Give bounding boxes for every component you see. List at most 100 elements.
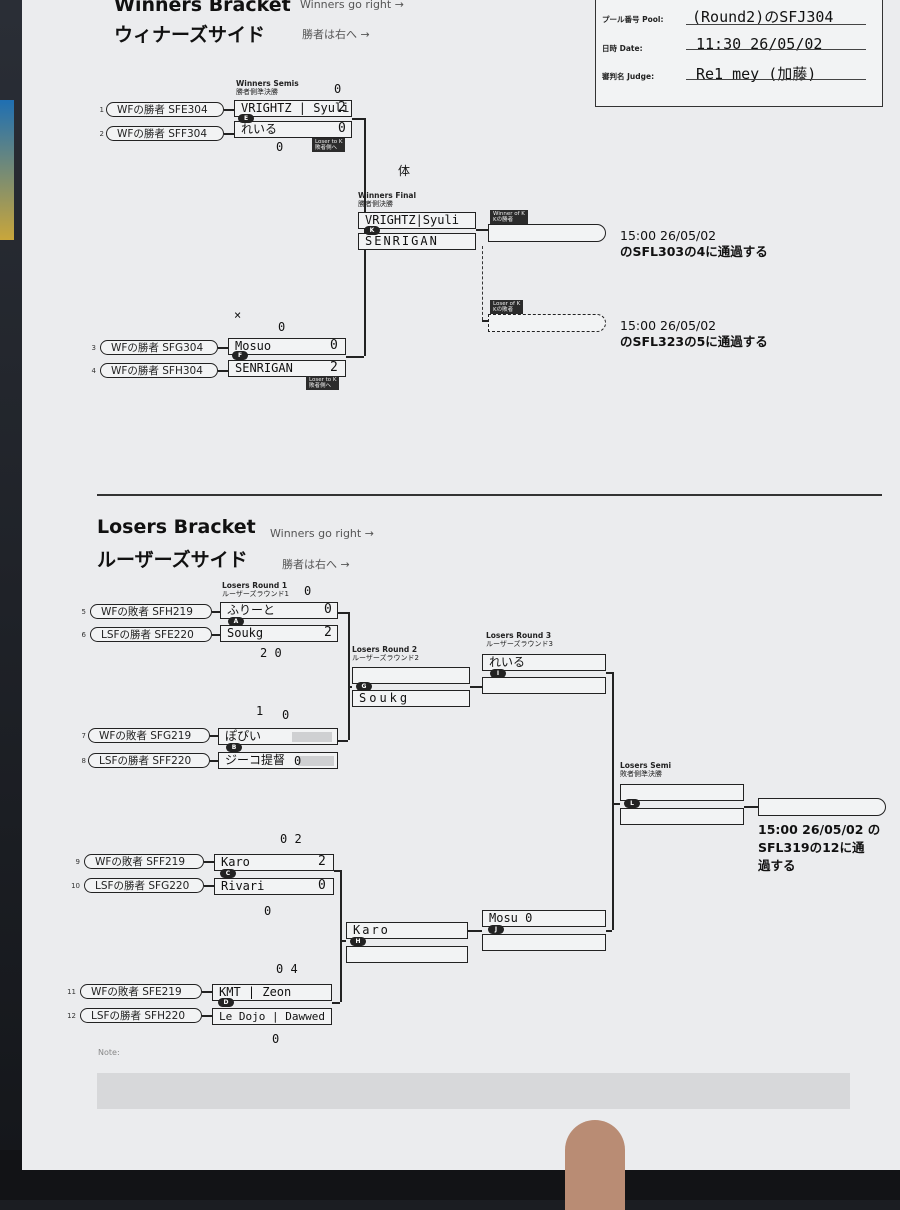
handwritten-mark: 0 bbox=[264, 904, 272, 918]
note-label: Note: bbox=[98, 1048, 120, 1057]
player-slot[interactable]: Karo bbox=[346, 922, 468, 939]
date-underline bbox=[686, 49, 866, 50]
connector-line bbox=[334, 870, 340, 872]
player-slot[interactable]: Soukg bbox=[352, 690, 470, 707]
player-slot[interactable]: れいる bbox=[482, 654, 606, 671]
source-slot: WFの敗者 SFH219 bbox=[90, 604, 212, 619]
handwritten-mark: 0 4 bbox=[276, 962, 298, 976]
winner-destination: のSFL303の4に通過する bbox=[620, 244, 768, 259]
losers-subtitle-en: Winners go right → bbox=[270, 527, 374, 540]
score: 0 bbox=[324, 602, 332, 617]
match-id-badge: F bbox=[232, 351, 248, 360]
connector-line-dashed bbox=[482, 246, 483, 320]
connector-line bbox=[218, 347, 228, 349]
player-slot[interactable]: Mosuo bbox=[228, 338, 346, 355]
note-area[interactable] bbox=[97, 1073, 850, 1109]
winner-time: 15:00 26/05/02 bbox=[620, 228, 717, 243]
handwritten-mark: 0 bbox=[282, 708, 290, 722]
connector-line bbox=[204, 885, 214, 887]
player-slot[interactable]: Mosu 0 bbox=[482, 910, 606, 927]
source-slot: WFの敗者 SFE219 bbox=[80, 984, 202, 999]
handwritten-mark: 0 bbox=[272, 1032, 280, 1046]
connector-line bbox=[348, 686, 352, 688]
player-slot[interactable]: れいる bbox=[234, 121, 352, 138]
handwritten-mark: 0 bbox=[278, 320, 286, 334]
score: 2 bbox=[330, 360, 338, 375]
section-divider bbox=[97, 494, 882, 496]
seed-number: 12 bbox=[67, 1012, 76, 1020]
player-slot[interactable]: Karo bbox=[214, 854, 334, 871]
match-id-badge: E bbox=[238, 114, 254, 123]
player-slot[interactable]: Soukg bbox=[220, 625, 338, 642]
connector-line bbox=[346, 356, 364, 358]
player-slot[interactable] bbox=[346, 946, 468, 963]
connector-line bbox=[338, 740, 348, 742]
connector-line bbox=[202, 991, 212, 993]
handwritten-mark: 0 2 bbox=[280, 832, 302, 846]
score: 2 bbox=[324, 625, 332, 640]
score: 0 bbox=[318, 878, 326, 893]
pool-underline bbox=[686, 24, 866, 25]
connector-line bbox=[212, 634, 220, 636]
player-slot[interactable] bbox=[482, 934, 606, 951]
date-label: 日時 Date: bbox=[602, 44, 643, 53]
date-value: 11:30 26/05/02 bbox=[696, 35, 823, 53]
player-slot[interactable]: VRIGHTZ | Syuli bbox=[234, 100, 352, 117]
judge-underline bbox=[686, 79, 866, 80]
source-slot: WFの勝者 SFF304 bbox=[106, 126, 224, 141]
player-slot[interactable] bbox=[482, 677, 606, 694]
player-slot[interactable]: ふりーと bbox=[220, 602, 338, 619]
connector-line bbox=[204, 861, 214, 863]
player-slot[interactable]: VRIGHTZ|Syuli bbox=[358, 212, 476, 229]
losers-result-time: 15:00 26/05/02 の bbox=[758, 822, 881, 837]
loser-result-slot bbox=[488, 314, 606, 332]
pool-value: (Round2)のSFJ304 bbox=[692, 8, 834, 26]
player-slot[interactable] bbox=[620, 808, 744, 825]
pool-info-box: プール番号 Pool: (Round2)のSFJ304 日時 Date: 11:… bbox=[595, 0, 883, 107]
player-slot[interactable]: Le Dojo | Dawwed bbox=[212, 1008, 332, 1025]
connector-line bbox=[744, 806, 758, 808]
seed-number: 2 bbox=[99, 130, 104, 138]
connector-line bbox=[612, 803, 620, 805]
judge-value: Re1 mey (加藤) bbox=[696, 65, 817, 83]
seed-number: 1 bbox=[99, 106, 104, 114]
player-slot[interactable]: SENRIGAN bbox=[358, 233, 476, 250]
seed-number: 8 bbox=[81, 757, 86, 765]
player-slot[interactable] bbox=[620, 784, 744, 801]
connector-line bbox=[340, 940, 346, 942]
handwritten-mark: 0 bbox=[294, 754, 302, 768]
blurred-area bbox=[298, 756, 334, 766]
source-slot: WFの勝者 SFG304 bbox=[100, 340, 218, 355]
bracket-sheet: Winners Bracket Winners go right → ウィナーズ… bbox=[22, 0, 900, 1170]
handwritten-mark: 1 bbox=[256, 704, 264, 718]
background-screen-glow bbox=[0, 100, 14, 240]
player-slot[interactable]: Rivari bbox=[214, 878, 334, 895]
connector-line bbox=[340, 870, 342, 1002]
losers-result-slot bbox=[758, 798, 886, 816]
seed-number: 10 bbox=[71, 882, 80, 890]
losers-title-jp: ルーザーズサイド bbox=[97, 549, 248, 571]
handwritten-mark: × bbox=[234, 308, 242, 322]
connector-line bbox=[468, 930, 482, 932]
player-slot[interactable]: KMT | Zeon bbox=[212, 984, 332, 1001]
winners-title-en: Winners Bracket bbox=[114, 0, 291, 16]
finger-holding-tablet bbox=[565, 1120, 625, 1210]
match-id-badge: H bbox=[350, 937, 366, 946]
player-slot[interactable]: SENRIGAN bbox=[228, 360, 346, 377]
match-id-badge: D bbox=[218, 998, 234, 1007]
player-slot[interactable] bbox=[352, 667, 470, 684]
losers-title-en: Losers Bracket bbox=[97, 516, 256, 538]
loser-destination: のSFL323の5に通過する bbox=[620, 334, 768, 349]
losers-result-destination-cont: 過する bbox=[758, 858, 796, 873]
match-id-badge: L bbox=[624, 799, 640, 808]
seed-number: 9 bbox=[75, 858, 80, 866]
match-id-badge: G bbox=[356, 682, 372, 691]
seed-number: 11 bbox=[67, 988, 76, 996]
pool-label: プール番号 Pool: bbox=[602, 15, 664, 24]
handwritten-mark: 0 bbox=[334, 82, 342, 96]
